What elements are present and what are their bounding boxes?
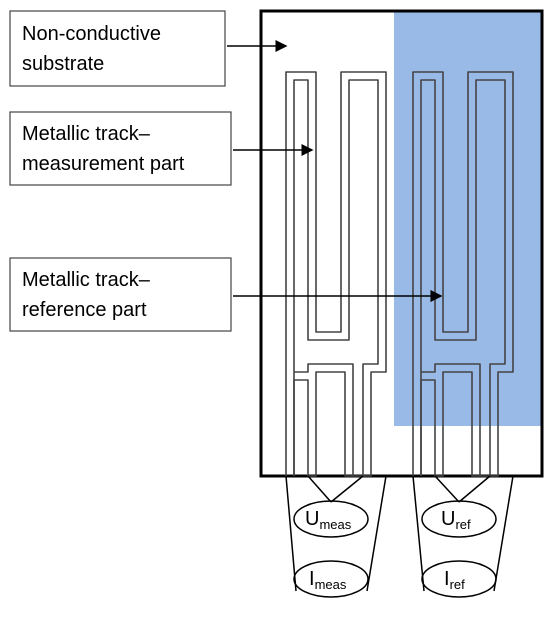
u-ref-meter: Uref: [441, 508, 471, 532]
substrate-outline: [259, 9, 544, 478]
measurement-label-line1: Metallic track–: [22, 123, 151, 145]
measurement-label-box: [9, 111, 232, 186]
reference-label-line2: reference part: [22, 299, 147, 321]
i-meas-meter: Imeas: [309, 568, 347, 592]
reference-track-inner: [420, 79, 506, 476]
measurement-track-inner: [293, 79, 379, 476]
measurement-label-line2: measurement part: [22, 153, 185, 175]
substrate-label-line2: substrate: [22, 53, 104, 75]
u-meas-meter: Umeas: [305, 508, 352, 532]
substrate-label-box: [9, 10, 226, 87]
measurement-track: [285, 71, 387, 477]
reference-meters: [412, 475, 514, 598]
substrate-label-line1: Non-conductive: [22, 23, 161, 45]
reference-label-box: [9, 257, 232, 332]
measurement-meters: [285, 475, 387, 598]
i-ref-meter: Iref: [444, 568, 465, 592]
reference-track: [412, 71, 514, 477]
reference-label-line1: Metallic track–: [22, 269, 151, 291]
